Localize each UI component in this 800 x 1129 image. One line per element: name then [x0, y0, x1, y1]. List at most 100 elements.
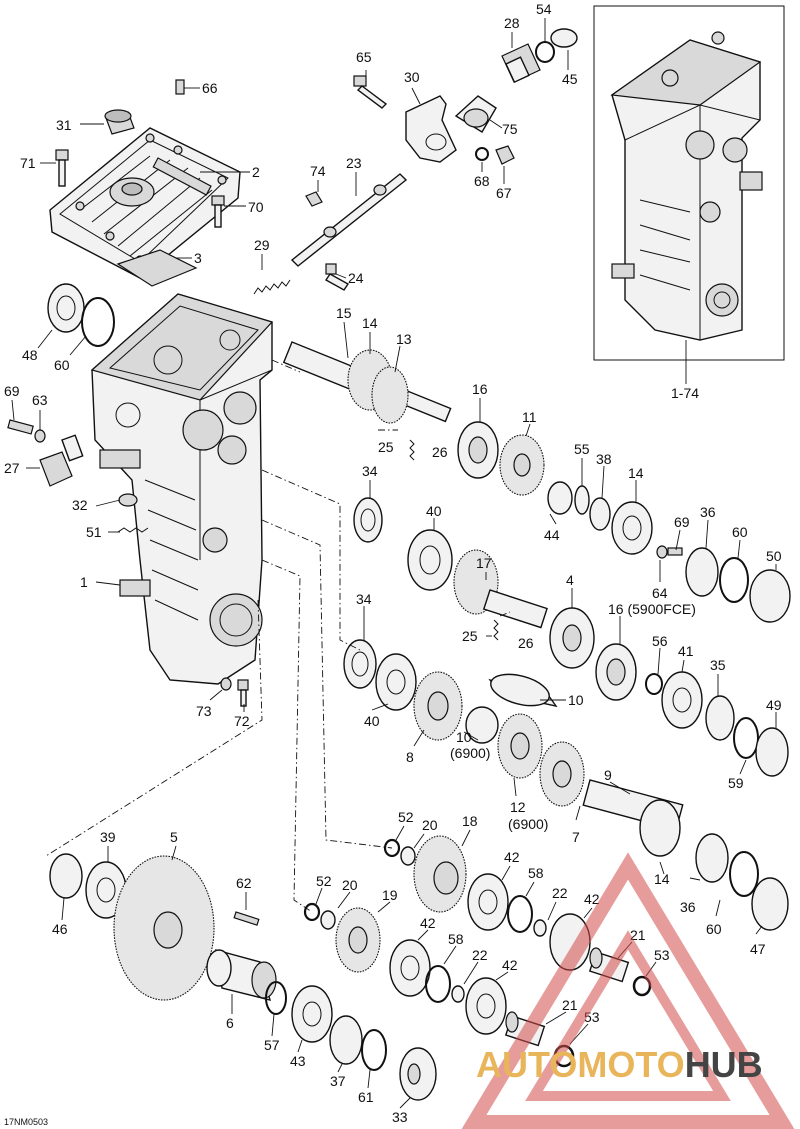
callout-40a: 40	[426, 503, 442, 519]
callout-32: 32	[72, 497, 88, 513]
callout-labels: 66 31 2 71 70 3 65 30 28 54 45 75 68 67 …	[4, 1, 782, 1125]
part-oring-54	[535, 41, 555, 63]
callout-52b: 52	[316, 873, 332, 889]
callout-52a: 52	[398, 809, 414, 825]
part-sleeve-6	[206, 949, 277, 1001]
part-washer-20b	[320, 910, 336, 930]
callout-56: 56	[652, 633, 668, 649]
part-spring-29	[253, 279, 291, 295]
part-ring-60a	[81, 297, 115, 347]
part-ring-52a	[383, 838, 401, 858]
part-sleeve-10b	[465, 706, 499, 744]
callout-12: 12	[510, 799, 526, 815]
callout-14a: 14	[362, 315, 378, 331]
callout-60a: 60	[54, 357, 70, 373]
callout-38: 38	[596, 451, 612, 467]
callout-74: 74	[310, 163, 326, 179]
callout-23: 23	[346, 155, 362, 171]
callout-26a: 26	[432, 444, 448, 460]
callout-48: 48	[22, 347, 38, 363]
callout-67: 67	[496, 185, 512, 201]
part-nut-67	[495, 145, 515, 165]
callout-49: 49	[766, 697, 782, 713]
callout-42b: 42	[584, 891, 600, 907]
part-washer-22a	[533, 919, 547, 937]
callout-29: 29	[254, 237, 270, 253]
part-cap-45	[550, 28, 578, 48]
part-washer-56	[645, 673, 663, 695]
callout-57: 57	[264, 1037, 280, 1053]
part-bolt-69a	[7, 419, 34, 435]
callout-21b: 21	[562, 997, 578, 1013]
callout-22b: 22	[472, 947, 488, 963]
part-shaft-17	[482, 589, 548, 629]
part-bolt-70	[211, 195, 225, 228]
label-1-74: 1-74	[671, 385, 699, 401]
callout-7: 7	[572, 829, 580, 845]
part-ring-58b	[425, 965, 451, 1003]
callout-3: 3	[194, 250, 202, 266]
callout-54: 54	[536, 1, 552, 17]
part-spring-26a	[409, 439, 415, 461]
callout-55: 55	[574, 441, 590, 457]
callout-14b: 14	[628, 465, 644, 481]
callout-6900a: (6900)	[450, 745, 490, 761]
part-coupler-4	[549, 607, 595, 669]
part-nut-74	[305, 191, 323, 207]
part-spacer-38	[589, 497, 611, 531]
part-key-62	[233, 911, 260, 926]
callout-60b: 60	[732, 524, 748, 540]
svg-text:AUTOMOTOHUB: AUTOMOTOHUB	[476, 1044, 763, 1085]
callout-16a: 16	[472, 381, 488, 397]
callout-14c: 14	[654, 871, 670, 887]
callout-47: 47	[750, 941, 766, 957]
callout-50: 50	[766, 548, 782, 564]
part-bearing-44	[547, 481, 573, 515]
watermark-auto: AUTO	[476, 1044, 577, 1085]
assembly-center-lines	[45, 359, 511, 913]
callout-34b: 34	[356, 591, 372, 607]
part-cap-33	[399, 1047, 437, 1101]
callout-18: 18	[462, 813, 478, 829]
callout-43: 43	[290, 1053, 306, 1069]
callout-53a: 53	[654, 947, 670, 963]
callout-62: 62	[236, 875, 252, 891]
callout-68: 68	[474, 173, 490, 189]
part-ring-60b	[719, 557, 749, 603]
callout-65: 65	[356, 49, 372, 65]
part-cover	[49, 127, 241, 279]
part-coupler-16a	[457, 421, 499, 479]
callout-60c: 60	[706, 921, 722, 937]
callout-20a: 20	[422, 817, 438, 833]
part-washer-68	[475, 147, 489, 161]
part-bearing-14b	[611, 501, 653, 555]
part-washer-55	[574, 485, 590, 515]
callout-46: 46	[52, 921, 68, 937]
callout-4: 4	[566, 572, 574, 588]
part-bearing-42d	[465, 977, 507, 1035]
part-cap-47	[751, 877, 789, 931]
part-ring-57	[265, 981, 287, 1015]
part-pin-24	[324, 263, 350, 291]
part-housing	[90, 293, 274, 685]
callout-73: 73	[196, 703, 212, 719]
callout-15: 15	[336, 305, 352, 321]
callout-13: 13	[396, 331, 412, 347]
callout-2: 2	[252, 164, 260, 180]
callout-31: 31	[56, 117, 72, 133]
part-bearing-41	[661, 671, 703, 729]
callout-34a: 34	[362, 463, 378, 479]
part-washer-64	[656, 545, 668, 559]
part-spring-26b	[493, 619, 499, 641]
callout-42a: 42	[504, 849, 520, 865]
callout-10a: 10	[568, 692, 584, 708]
callout-61: 61	[358, 1089, 374, 1105]
callout-21a: 21	[630, 927, 646, 943]
callout-71: 71	[20, 155, 36, 171]
callout-33: 33	[392, 1109, 408, 1125]
part-bearing-43	[291, 985, 333, 1043]
part-cap-49	[755, 727, 789, 777]
callout-19: 19	[382, 887, 398, 903]
part-ring-59	[733, 717, 759, 759]
callout-16b: 16 (5900FCE)	[608, 601, 696, 617]
